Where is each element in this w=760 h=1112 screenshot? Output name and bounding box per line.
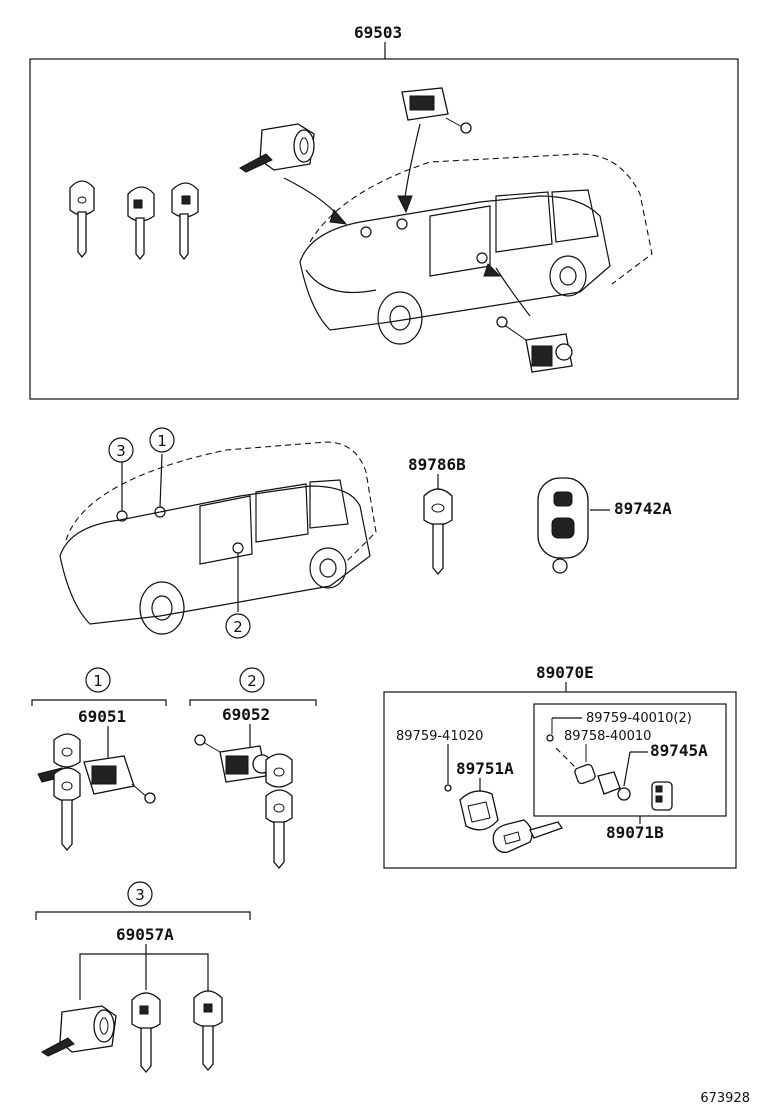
label-69503: 69503 — [354, 23, 402, 42]
key-89786b: 89786B — [408, 455, 466, 576]
battery-icon — [617, 787, 631, 801]
callout-1: 1 — [149, 427, 175, 453]
key-icon — [53, 733, 81, 768]
lock-cylinder-icon — [194, 734, 272, 783]
transmitter-subframe — [533, 703, 727, 817]
label-89742a: 89742A — [614, 499, 672, 518]
key-icon — [265, 789, 293, 870]
assembly-69503: 69503 — [29, 23, 739, 400]
label-89759-41020: 89759-41020 — [396, 729, 483, 744]
key-icon — [492, 819, 564, 853]
svg-text:2: 2 — [247, 672, 257, 690]
svg-text:1: 1 — [157, 432, 167, 450]
key-icon — [127, 186, 155, 261]
screw-icon — [546, 734, 554, 742]
key-icon — [265, 753, 293, 788]
screw-icon — [444, 784, 452, 792]
lock-cylinder-icon — [239, 123, 315, 173]
remote-89742a: 89742A — [537, 477, 672, 574]
key-icon — [423, 488, 453, 576]
reference-number: 673928 — [700, 1091, 750, 1106]
key-icon — [193, 990, 223, 1072]
label-69051: 69051 — [78, 707, 126, 726]
label-89759-40010: 89759-40010(2) — [586, 711, 692, 726]
label-69052: 69052 — [222, 705, 270, 724]
contact-icon — [597, 771, 621, 795]
van-outline — [299, 153, 653, 345]
group-69057a: 3 69057A — [35, 881, 251, 1074]
remote-fob-icon — [537, 477, 589, 574]
transmitter-icon — [651, 781, 673, 811]
cover-icon — [574, 763, 596, 785]
svg-text:3: 3 — [135, 886, 145, 904]
label-89786b: 89786B — [408, 455, 466, 474]
lock-cylinder-icon — [41, 1005, 117, 1057]
svg-text:3: 3 — [116, 442, 126, 460]
svg-text:2: 2 — [233, 618, 243, 636]
callout-3: 3 — [108, 437, 134, 463]
kit-89070e: 89070E 89759-41020 89751A 89759-40010(2)… — [383, 663, 737, 869]
key-icon — [131, 992, 161, 1074]
assembly-frame — [29, 58, 739, 400]
key-case-icon — [459, 790, 499, 831]
label-69057a: 69057A — [116, 925, 174, 944]
callout-2: 2 — [225, 613, 251, 639]
label-89070e: 89070E — [536, 663, 594, 682]
lock-cylinder-icon — [401, 87, 472, 134]
label-89745a: 89745A — [650, 741, 708, 760]
group-69051: 1 69051 — [31, 667, 167, 852]
group-69052: 2 69052 — [189, 667, 317, 870]
label-89758-40010: 89758-40010 — [564, 729, 651, 744]
key-icon — [171, 182, 199, 261]
svg-text:1: 1 — [93, 672, 103, 690]
label-89071b: 89071B — [606, 823, 664, 842]
lock-cylinder-icon — [496, 316, 573, 373]
key-icon — [53, 767, 81, 852]
key-icon — [69, 180, 95, 259]
van-callouts: 3 1 2 — [59, 427, 377, 639]
label-89751a: 89751A — [456, 759, 514, 778]
kit-frame — [383, 691, 737, 869]
